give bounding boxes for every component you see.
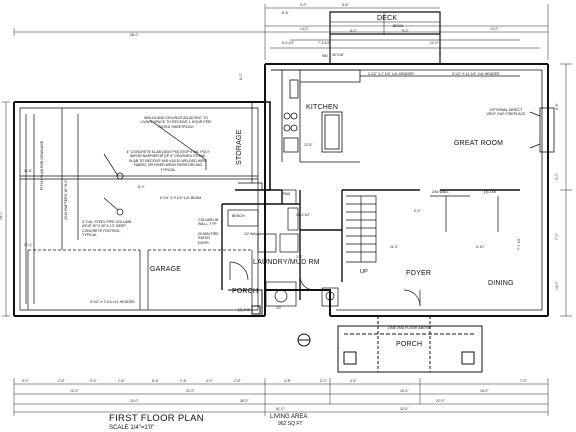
dim-left-3: 8'-0" bbox=[138, 185, 145, 189]
great-room-label: GREAT ROOM bbox=[454, 140, 504, 147]
dim-interior-4: 3'-6" bbox=[296, 255, 303, 259]
garage-header-note: 3 1/2" X 9 1/4 LVL HEADER bbox=[90, 300, 135, 304]
dim-bottom-13: 24'-0" bbox=[130, 399, 139, 403]
dim-top-4: 8'-0" bbox=[350, 29, 357, 33]
lvl-beam-note: 5 1/4" X 9 1/4" LVL BEAM bbox=[160, 196, 202, 200]
dim-top-2: 8'-6" bbox=[342, 3, 349, 7]
living-area-value: 962 SQ FT bbox=[278, 421, 303, 427]
dim-bottom-10: 4'-8" bbox=[284, 379, 291, 383]
fire-door-note: 20 MIN FIRE RATED DOOR bbox=[198, 232, 219, 245]
stair-up-label: UP bbox=[360, 269, 369, 275]
dim-right-1: 14'-0" bbox=[555, 281, 559, 290]
deck-label: DECK bbox=[377, 15, 398, 22]
house-walls bbox=[264, 63, 549, 317]
dim-bottom-19: 51'-0" bbox=[276, 407, 285, 411]
garage-label: GARAGE bbox=[150, 266, 182, 273]
dim-interior-2: 5'-0" bbox=[414, 209, 421, 213]
rafters-note: 2X10 RAFTERS 16" O.C. bbox=[64, 179, 68, 220]
dim-top-3: 5'-0" bbox=[402, 29, 409, 33]
dim-left-1: 12'-4" bbox=[24, 243, 33, 247]
dimension-lines bbox=[2, 4, 572, 416]
dim-bottom-3: 2'-6" bbox=[118, 379, 125, 383]
dim-bottom-8: 12'-0" bbox=[70, 389, 79, 393]
dim-interior-6: 7'-7 1/2" bbox=[517, 237, 521, 250]
walls-ceilings-note: WALLS AND CEILINGS ADJACENT TO LIVING SP… bbox=[140, 116, 212, 129]
laundry-label: LAUNDRY/MUD RM bbox=[253, 259, 320, 266]
dim-top-9: 7'-3 1/2" bbox=[318, 41, 331, 45]
dim-bottom-18: 38'-0" bbox=[240, 399, 249, 403]
dim-right-0: 8'-9" bbox=[555, 103, 559, 110]
dim-left-0: 11'-8" bbox=[24, 169, 33, 173]
storage-label: STORAGE bbox=[236, 129, 243, 165]
window-tag: WD bbox=[322, 54, 328, 58]
dim-bottom-16: 18'-0" bbox=[480, 389, 489, 393]
dim-top-0: 9'-0" bbox=[300, 3, 307, 7]
bench-note: BENCH bbox=[232, 214, 245, 218]
porch-header-note: (2) 2X8 bbox=[238, 308, 250, 312]
half-bath-note: 1/2 bbox=[276, 306, 281, 310]
dim-bottom-12: 3'-4" bbox=[350, 379, 357, 383]
dining-label: DINING bbox=[488, 280, 514, 287]
pipe-column-note: 4" DIA. STEEL PIPE COLUMN ATOP 30"X 30"X… bbox=[82, 220, 132, 238]
dim-interior-1: 13'-3 1/2" bbox=[296, 213, 311, 217]
dim-top-8: 6'-4 1/2" bbox=[282, 41, 295, 45]
slab-note: 4" CONCRETE SLAB (3000 PSI) ATOP 6 MIL P… bbox=[126, 150, 210, 172]
kitchen-header-note: 3 1/2" X 7 1/4" LVL HEADER bbox=[368, 72, 414, 76]
dim-bottom-15: 16'-0" bbox=[400, 389, 409, 393]
deck-beam-note: BEAM bbox=[393, 24, 404, 28]
kitchen-label: KITCHEN bbox=[306, 104, 339, 111]
dim-bottom-11: 3'-0" bbox=[320, 379, 327, 383]
dim-interior-3: 11'-0" bbox=[390, 245, 399, 249]
dim-top-11: 6'-0" bbox=[239, 73, 243, 80]
dim-bottom-6: 3'-0" bbox=[206, 379, 213, 383]
dim-bottom-17: 32'-0" bbox=[400, 407, 409, 411]
pitch-drain-note: PITCH SLAB FOR DRAINAGE bbox=[40, 140, 44, 190]
front-porch-label: PORCH bbox=[396, 341, 423, 348]
dim-top-12: 30"X18" bbox=[332, 53, 345, 57]
garage-walls bbox=[13, 101, 266, 317]
dim-top-6: 14'-0" bbox=[300, 27, 309, 31]
dim-left-2: 24'-0" bbox=[0, 211, 3, 220]
dim-right-3: 7'-0" bbox=[555, 233, 559, 240]
second-floor-line-note: LINE 2ND FLOOR ABOVE bbox=[388, 326, 431, 330]
half-wall-note: 1/2 WALL bbox=[244, 232, 260, 236]
dim-bottom-2: 3'-0" bbox=[90, 379, 97, 383]
post-3-2x8-note: (3) 2X8 bbox=[484, 190, 496, 194]
dim-interior-5: 6'-10" bbox=[476, 245, 485, 249]
dim-right-2: 5'-0" bbox=[555, 173, 559, 180]
foyer-label: FOYER bbox=[406, 270, 432, 277]
wall-2x6-note: 2X6 WALL bbox=[432, 190, 450, 194]
dim-bottom-5: 2'-6" bbox=[180, 379, 187, 383]
dim-bottom-1: 2'-6" bbox=[58, 379, 65, 383]
dim-bottom-9: 12'-0" bbox=[186, 389, 195, 393]
dim-bottom-20: 7'-0" bbox=[520, 379, 527, 383]
great-room-header-note: 3 1/2" X 11 1/4" LVL HEADER bbox=[452, 72, 500, 76]
dim-top-10: 12'-0" bbox=[430, 41, 439, 45]
column-wall-note: COLUMN IN WALL, TYP bbox=[198, 218, 219, 227]
dim-top-5: 28'-0" bbox=[130, 33, 139, 37]
pantry-note: PAN bbox=[283, 192, 291, 196]
dim-bottom-14: 22'-0" bbox=[436, 399, 445, 403]
fireplace-note: OPTIONAL DIRECT VENT GAS FIREPLACE bbox=[486, 108, 526, 117]
dim-interior-0: 12'-8" bbox=[304, 143, 313, 147]
side-porch-label: PORCH bbox=[232, 288, 259, 295]
dim-bottom-0: 9'-0" bbox=[22, 379, 29, 383]
dim-bottom-4: 5'-6" bbox=[152, 379, 159, 383]
drawing-title: FIRST FLOOR PLAN bbox=[109, 413, 204, 424]
dim-top-7: 13'-0" bbox=[490, 27, 499, 31]
dim-top-1: 8'-8" bbox=[282, 11, 289, 15]
dim-bottom-7: 2'-6" bbox=[234, 379, 241, 383]
drawing-scale: SCALE 1/4"=1'0" bbox=[109, 425, 155, 431]
living-area-label: LIVING AREA bbox=[270, 414, 308, 420]
